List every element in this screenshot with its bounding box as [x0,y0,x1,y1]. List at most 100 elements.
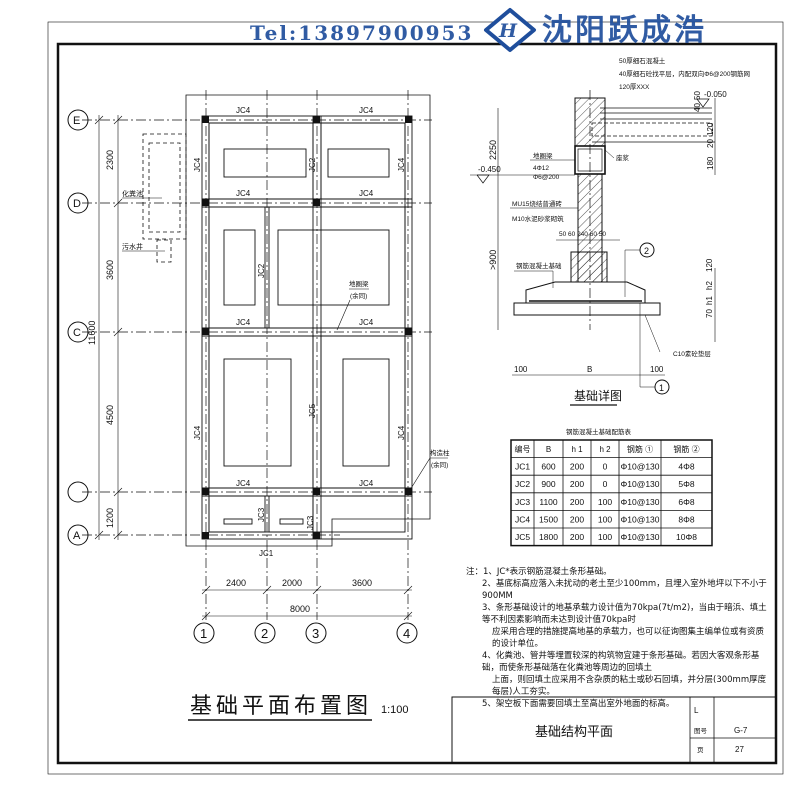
foundation-detail: -0.050 -0.450 50厚细石混凝土 40厚细石砼找平层，内配双向Φ6@… [470,56,750,406]
svg-text:50 60 240 60 50: 50 60 240 60 50 [559,231,606,238]
note-line: 4、化粪池、管井等埋置较深的构筑物宜建于条形基础。若因大客观条形基础，而使条形基… [482,651,760,673]
vertical-dimensions [94,115,123,540]
svg-text:C: C [73,327,81,339]
svg-text:20: 20 [706,139,715,148]
septic-tank-label: 化粪池 [122,189,143,198]
openings [223,148,390,525]
svg-text:100: 100 [650,365,664,374]
strip-foundations [201,115,413,540]
svg-text:3600: 3600 [105,260,115,280]
svg-text:2: 2 [644,246,649,256]
outer-frame [47,21,784,775]
table-title: 钢筋混凝土基础配筋表 [566,427,632,436]
table-cell: 100 [598,514,612,524]
note-line: 上面，则回填土应采用不含杂质的粘土或砂石回填，并分层(300mm厚度每层)人工夯… [492,675,767,697]
svg-text:50厚细石混凝土: 50厚细石混凝土 [619,56,666,65]
table-cell: 100 [598,532,612,542]
inner-frame [56,42,778,765]
svg-text:JC4: JC4 [236,106,251,115]
svg-text:3: 3 [312,626,319,641]
table-header-cell: B [546,445,551,454]
company-logo-icon: H [484,8,536,52]
table-header-cell: h 1 [571,445,583,454]
table-cell: JC1 [515,462,530,472]
table-cell: 8Φ8 [678,514,695,524]
svg-text:100: 100 [514,365,528,374]
general-notes: 注：1、JC*表示钢筋混凝土条形基础。 2、基底标高应落入未扰动的老土至少100… [466,566,772,710]
table-cell: JC4 [515,514,530,524]
svg-text:JC2: JC2 [257,263,266,278]
cushion-layer [513,302,661,316]
note-line: 应采用合理的措施提高地基的承载力，也可以征询图集主编单位或有资质的设计单位。 [492,627,765,649]
svg-text:JC4: JC4 [397,425,406,440]
table-cell: 900 [541,479,555,489]
grid-lines [82,90,432,620]
svg-text:JC2: JC2 [308,157,317,172]
plan-title: 基础平面布置图 [190,693,372,718]
svg-text:2250: 2250 [488,140,498,160]
svg-text:120: 120 [706,122,715,136]
table-header-cell: 编号 [515,444,531,454]
svg-text:(余同): (余同) [350,291,367,300]
foundation-labels: JC4 JC4 JC4 JC4 JC4 JC4 JC4 JC4 JC1 JC4 … [193,106,406,558]
table-cell: 200 [570,462,584,472]
sewage-well-outline [156,239,172,263]
foundation-plan: 化粪池 污水井 JC4 JC4 JC4 JC4 JC4 JC4 JC4 JC4 … [67,90,450,721]
svg-text:JC4: JC4 [193,425,202,440]
drawing-number: G-7 [734,726,748,735]
svg-text:图号: 图号 [694,727,708,735]
svg-text:JC3: JC3 [257,507,266,522]
svg-text:L: L [694,706,699,715]
table-cell: 0 [603,479,608,489]
table-cell: Φ10@130 [620,479,659,489]
table-cell: 1100 [539,497,558,507]
svg-text:4500: 4500 [105,405,115,425]
svg-text:120: 120 [705,258,714,272]
svg-text:JC4: JC4 [359,479,374,488]
svg-text:1: 1 [659,383,664,393]
svg-text:40厚细石砼找平层，内配双向Φ6@200钢筋网: 40厚细石砼找平层，内配双向Φ6@200钢筋网 [619,69,750,78]
row-axis-bubbles: E D C A [67,109,89,546]
table-header-cell: 钢筋 ② [673,444,699,454]
svg-text:B: B [587,365,592,374]
svg-text:1200: 1200 [105,508,115,528]
svg-text:Φ6@200: Φ6@200 [533,174,560,181]
table-cell: 5Φ8 [678,479,695,489]
svg-text:2400: 2400 [226,578,246,588]
building-outline [185,94,431,547]
svg-text:JC4: JC4 [359,318,374,327]
svg-text:页: 页 [697,746,704,754]
svg-text:120厚XXX: 120厚XXX [619,83,650,91]
svg-text:JC4: JC4 [236,479,251,488]
title-block [451,696,777,764]
total-width-dim: 8000 [290,604,310,614]
note-line: 注：1、JC*表示钢筋混凝土条形基础。 [466,567,612,577]
horizontal-dimensions [201,585,413,621]
svg-text:MU15烧结普通砖: MU15烧结普通砖 [512,199,562,208]
ring-beam-label: 地圈梁 [349,279,369,288]
note-line: 3、条形基础设计的地基承载力设计值为70kpa(7t/m2)，当由于暗浜、填土等… [482,603,767,625]
svg-text:钢筋混凝土基础: 钢筋混凝土基础 [516,261,562,270]
table-cell: 200 [570,532,584,542]
svg-text:JC4: JC4 [397,157,406,172]
wall-footing-step [570,251,608,283]
table-cell: Φ10@130 [620,462,659,472]
table-cell: 600 [541,462,555,472]
svg-text:2: 2 [261,626,268,641]
drawing-name: 基础结构平面 [535,724,613,739]
table-cell: 1800 [539,532,558,542]
watermark: H 沈阳跃成浩 Tel:13897900953 [250,8,704,52]
table-cell: 200 [570,497,584,507]
table-cell: JC5 [515,532,530,542]
table-cell: Φ10@130 [620,532,659,542]
total-height-dim: 11600 [87,321,97,345]
detail-title: 基础详图 [574,388,622,403]
company-phone: Tel:13897900953 [250,21,473,45]
table-cell: 200 [570,514,584,524]
table-cell: 1500 [539,514,558,524]
svg-text:180: 180 [706,156,715,170]
note-line: 2、基底标高应落入未扰动的老土至少100mm，且埋入室外地坪以下不小于900MM [482,579,767,601]
table-cell: Φ10@130 [620,497,659,507]
